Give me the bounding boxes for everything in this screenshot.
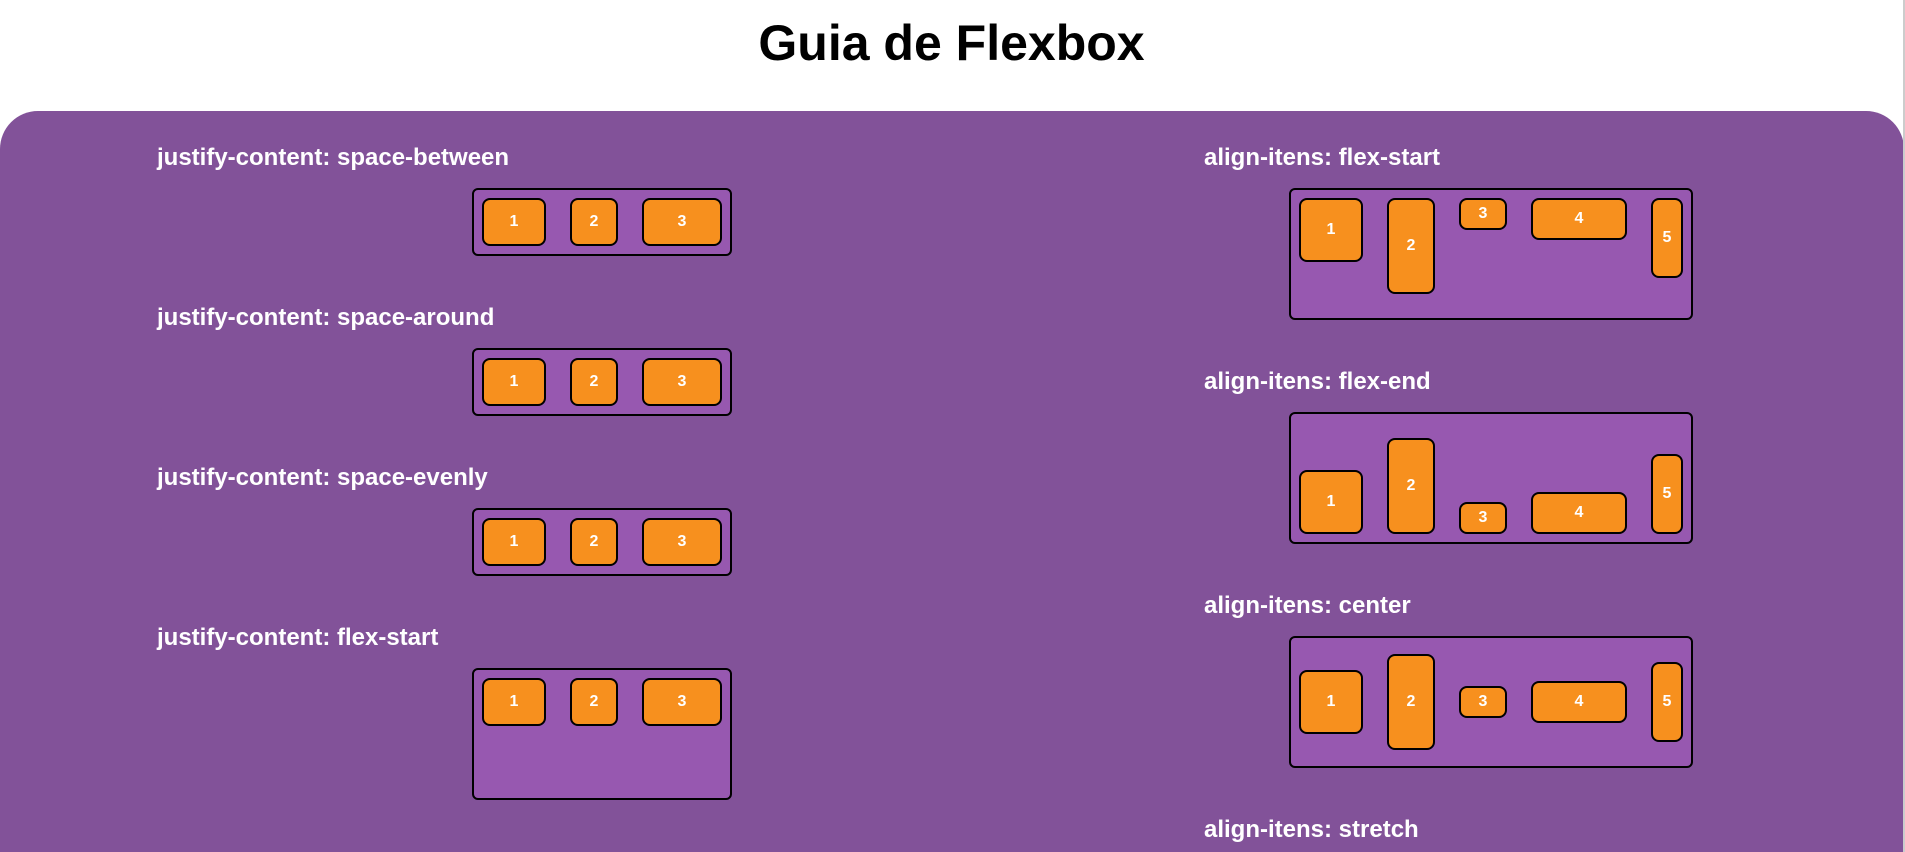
flex-item: 3 — [642, 678, 722, 726]
flex-item: 1 — [482, 198, 546, 246]
flex-container-space-between: 1 2 3 — [472, 188, 732, 256]
flex-item: 3 — [1459, 198, 1507, 230]
flex-item: 3 — [642, 198, 722, 246]
flex-item: 2 — [570, 518, 618, 566]
flex-item: 3 — [1459, 502, 1507, 534]
flex-item: 4 — [1531, 681, 1627, 723]
flex-item: 4 — [1531, 198, 1627, 240]
flex-item: 3 — [1459, 686, 1507, 718]
scrollbar-edge — [1903, 0, 1905, 852]
flex-item: 2 — [570, 198, 618, 246]
section-label-space-evenly: justify-content: space-evenly — [157, 464, 488, 491]
flex-item: 1 — [1299, 198, 1363, 262]
flex-container-flex-start: 1 2 3 — [472, 668, 732, 800]
flex-item: 3 — [642, 358, 722, 406]
content-panel: justify-content: space-between 1 2 3 jus… — [0, 111, 1904, 852]
flex-container-space-evenly: 1 2 3 — [472, 508, 732, 576]
section-label-align-stretch: align-itens: stretch — [1204, 816, 1419, 843]
flex-item: 1 — [482, 358, 546, 406]
section-label-space-between: justify-content: space-between — [157, 144, 510, 171]
flex-item: 1 — [482, 518, 546, 566]
flex-item: 1 — [1299, 470, 1363, 534]
flex-container-align-center: 1 2 3 4 5 — [1289, 636, 1693, 768]
flex-item: 1 — [1299, 670, 1363, 734]
flex-item: 2 — [570, 358, 618, 406]
section-label-align-flex-end: align-itens: flex-end — [1204, 368, 1431, 395]
flex-item: 5 — [1651, 454, 1683, 534]
page-title: Guia de Flexbox — [758, 15, 1145, 71]
flex-item: 5 — [1651, 662, 1683, 742]
flex-item: 5 — [1651, 198, 1683, 278]
flex-item: 2 — [570, 678, 618, 726]
flex-item: 4 — [1531, 492, 1627, 534]
flex-item: 3 — [642, 518, 722, 566]
section-label-align-center: align-itens: center — [1204, 592, 1411, 619]
section-label-space-around: justify-content: space-around — [157, 304, 495, 331]
flex-item: 2 — [1387, 438, 1435, 534]
flex-container-space-around: 1 2 3 — [472, 348, 732, 416]
flex-container-align-flex-start: 1 2 3 4 5 — [1289, 188, 1693, 320]
flex-item: 1 — [482, 678, 546, 726]
section-label-align-flex-start: align-itens: flex-start — [1204, 144, 1441, 171]
section-label-flex-start: justify-content: flex-start — [157, 624, 439, 651]
flex-item: 2 — [1387, 198, 1435, 294]
flex-item: 2 — [1387, 654, 1435, 750]
flex-container-align-flex-end: 1 2 3 4 5 — [1289, 412, 1693, 544]
